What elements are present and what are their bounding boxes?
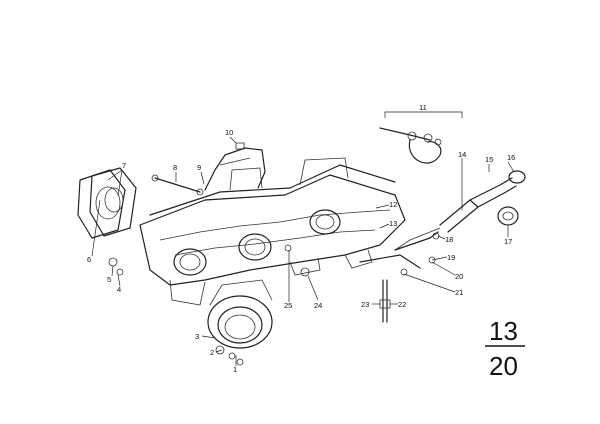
label-part-21: 21 — [455, 288, 463, 297]
carburettor-throats — [173, 209, 341, 276]
label-part-19: 19 — [447, 253, 455, 262]
fasteners — [108, 244, 310, 366]
label-part-15: 15 — [485, 155, 493, 164]
throttle-rod — [151, 174, 204, 196]
label-part-4: 4 — [117, 285, 121, 294]
label-part-1: 1 — [233, 365, 237, 374]
reference-top: 13 — [489, 316, 518, 346]
label-part-3: 3 — [195, 332, 199, 341]
lever-linkage — [359, 231, 440, 276]
label-part-6: 6 — [87, 255, 91, 264]
label-part-25: 25 — [284, 301, 292, 310]
reference-bottom: 20 — [489, 351, 518, 381]
leader-lines — [91, 136, 515, 366]
push-rod — [379, 279, 391, 323]
label-part-20: 20 — [455, 272, 463, 281]
label-part-16: 16 — [507, 153, 515, 162]
label-part-9: 9 — [197, 163, 201, 172]
intake-manifold-assembly — [139, 157, 406, 306]
reference-number: 13 20 — [485, 316, 525, 381]
label-part-13: 13 — [389, 219, 397, 228]
air-horn — [207, 279, 273, 349]
label-part-17: 17 — [504, 237, 512, 246]
label-part-18: 18 — [445, 235, 453, 244]
flange-gaskets — [77, 167, 137, 239]
label-part-24: 24 — [314, 301, 322, 310]
label-part-2: 2 — [210, 348, 214, 357]
label-part-12: 12 — [389, 200, 397, 209]
cable-assembly — [394, 170, 526, 251]
label-part-8: 8 — [173, 163, 177, 172]
label-part-14: 14 — [458, 150, 466, 159]
label-part-23: 23 — [361, 300, 369, 309]
label-part-22: 22 — [398, 300, 406, 309]
label-part-7: 7 — [122, 161, 126, 170]
label-part-11: 11 — [419, 103, 427, 112]
label-part-5: 5 — [107, 275, 111, 284]
label-part-10: 10 — [225, 128, 233, 137]
linkage-bracket — [204, 142, 266, 191]
clamp-kit — [379, 111, 463, 164]
part-labels: 1 2 3 4 5 6 7 8 9 10 11 12 13 14 15 16 1… — [87, 103, 515, 374]
